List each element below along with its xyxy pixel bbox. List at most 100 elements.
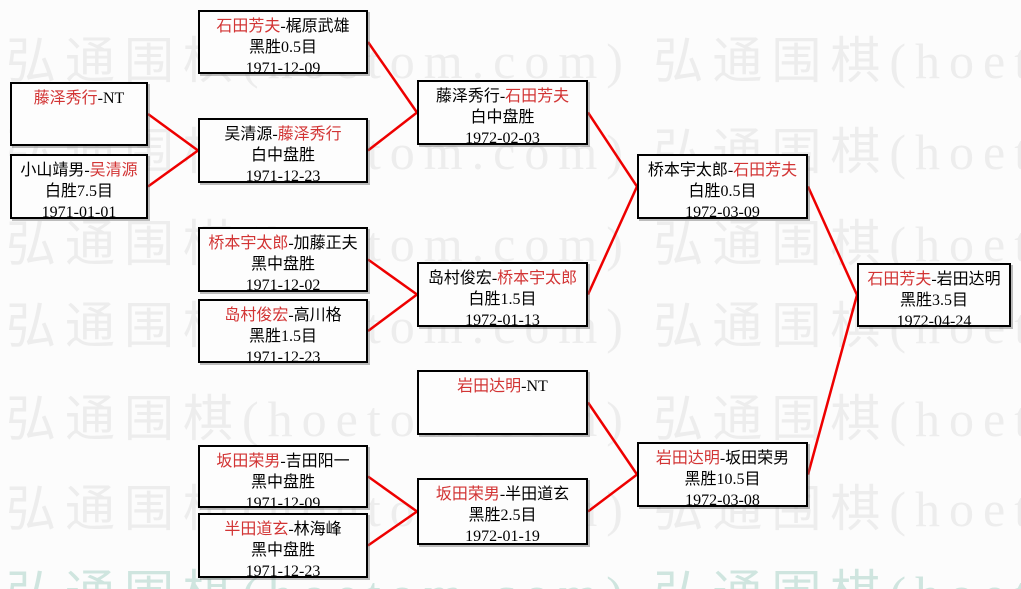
- match-players: 坂田荣男-吉田阳一: [200, 451, 366, 472]
- match-date: 1971-01-01: [41, 204, 117, 221]
- match-date: 1972-04-24: [896, 313, 972, 330]
- match-result: 黑中盘胜: [250, 474, 315, 491]
- player-name-separator: -: [288, 307, 294, 324]
- player-name-separator: -: [727, 162, 734, 179]
- player-left-name: 坂田荣男: [435, 486, 500, 503]
- connector-line: [367, 475, 418, 513]
- match-result: [12, 109, 146, 130]
- match-box-r3c[interactable]: 岩田达明-NT: [417, 370, 588, 435]
- match-box-r3a[interactable]: 藤泽秀行-石田芳夫 白中盘胜 1972-02-03: [417, 80, 588, 147]
- match-players: 桥本宇太郎-石田芳夫: [639, 160, 806, 181]
- player-left-name: 岩田达明: [655, 450, 720, 467]
- player-name-separator: -: [280, 18, 286, 35]
- match-date: 1971-12-23: [245, 563, 321, 580]
- match-date: [12, 130, 146, 151]
- player-right-name: 石田芳夫: [733, 162, 798, 179]
- player-name-separator: -: [719, 450, 726, 467]
- player-name-separator: -: [97, 90, 103, 107]
- connector-line: [586, 185, 639, 296]
- player-right-name: 吉田阳一: [285, 453, 350, 470]
- match-date: 1971-12-23: [245, 349, 321, 366]
- connector-line: [806, 185, 859, 296]
- match-result: 白胜1.5目: [468, 291, 537, 308]
- match-box-r2f[interactable]: 半田道玄-林海峰 黑中盘胜 1971-12-23: [198, 513, 368, 580]
- player-right-name: 吴清源: [89, 162, 138, 179]
- match-date: 1971-12-09: [245, 495, 321, 512]
- match-result: 白中盘胜: [470, 109, 535, 126]
- match-players: 半田道玄-林海峰: [200, 519, 366, 540]
- player-right-name: NT: [526, 378, 548, 395]
- player-right-name: 高川格: [293, 307, 342, 324]
- connector-line: [367, 293, 418, 333]
- match-result: 黑胜10.5目: [684, 471, 761, 488]
- match-box-r3d[interactable]: 坂田荣男-半田道玄 黑胜2.5目 1972-01-19: [417, 478, 588, 545]
- match-result: 白中盘胜: [250, 147, 315, 164]
- connector-line: [367, 510, 418, 547]
- match-box-r4b[interactable]: 岩田达明-坂田荣男 黑胜10.5目 1972-03-08: [637, 442, 808, 509]
- match-date: 1972-01-19: [465, 528, 540, 545]
- connector-line: [147, 112, 199, 152]
- watermark-text: 弘通围棋(hoetom.com) 弘通围棋(hoetom.com): [6, 567, 1021, 589]
- match-box-r4a[interactable]: 桥本宇太郎-石田芳夫 白胜0.5目 1972-03-09: [637, 154, 808, 221]
- player-left-name: 藤泽秀行: [33, 90, 98, 107]
- connector-line: [806, 294, 859, 475]
- player-right-name: 坂田荣男: [725, 450, 790, 467]
- player-left-name: 半田道玄: [224, 521, 289, 538]
- player-left-name: 吴清源: [224, 126, 273, 143]
- connector-line: [147, 149, 199, 188]
- connector-line: [367, 111, 418, 152]
- connector-line: [586, 401, 639, 476]
- player-name-separator: -: [521, 378, 527, 395]
- player-right-name: 石田芳夫: [505, 88, 570, 105]
- match-date: 1971-12-09: [245, 60, 321, 77]
- match-box-r2a[interactable]: 石田芳夫-梶原武雄 黑胜0.5目 1971-12-09: [198, 10, 368, 77]
- player-left-name: 桥本宇太郎: [647, 162, 728, 179]
- player-left-name: 藤泽秀行: [435, 88, 500, 105]
- match-players: 吴清源-藤泽秀行: [200, 124, 366, 145]
- match-date: 1971-12-02: [245, 277, 321, 294]
- match-result: 黑胜2.5目: [468, 507, 537, 524]
- player-name-separator: -: [499, 88, 506, 105]
- match-box-final[interactable]: 石田芳夫-岩田达明 黑胜3.5目 1972-04-24: [857, 263, 1011, 330]
- match-result: [419, 397, 586, 418]
- connector-line: [367, 258, 418, 296]
- match-players: 小山靖男-吴清源: [12, 160, 146, 181]
- match-result: 黑胜3.5目: [899, 292, 968, 309]
- connector-line: [366, 41, 419, 114]
- player-left-name: 石田芳夫: [867, 271, 932, 288]
- player-right-name: 梶原武雄: [285, 18, 350, 35]
- player-name-separator: -: [931, 271, 937, 288]
- player-left-name: 小山靖男: [20, 162, 85, 179]
- match-box-r1b[interactable]: 小山靖男-吴清源 白胜7.5目 1971-01-01: [10, 154, 148, 221]
- player-right-name: 半田道玄: [505, 486, 570, 503]
- match-box-r2e[interactable]: 坂田荣男-吉田阳一 黑中盘胜 1971-12-09: [198, 445, 368, 512]
- player-right-name: 桥本宇太郎: [497, 270, 578, 287]
- match-players: 岩田达明-NT: [419, 376, 586, 397]
- match-result: 黑胜1.5目: [248, 328, 317, 345]
- player-name-separator: -: [288, 521, 294, 538]
- match-box-r2d[interactable]: 岛村俊宏-高川格 黑胜1.5目 1971-12-23: [198, 299, 368, 366]
- player-name-separator: -: [272, 126, 278, 143]
- match-players: 岛村俊宏-桥本宇太郎: [419, 268, 586, 289]
- match-players: 岛村俊宏-高川格: [200, 305, 366, 326]
- match-date: 1971-12-23: [245, 168, 321, 185]
- player-left-name: 桥本宇太郎: [208, 235, 289, 252]
- match-players: 石田芳夫-岩田达明: [859, 269, 1009, 290]
- match-result: 白胜0.5目: [688, 183, 757, 200]
- match-date: 1972-02-03: [465, 130, 540, 147]
- player-right-name: NT: [103, 90, 125, 107]
- match-box-r3b[interactable]: 岛村俊宏-桥本宇太郎 白胜1.5目 1972-01-13: [417, 262, 588, 329]
- match-date: 1972-01-13: [465, 312, 540, 329]
- match-date: [419, 418, 586, 439]
- player-left-name: 坂田荣男: [216, 453, 281, 470]
- match-box-r1a[interactable]: 藤泽秀行-NT: [10, 82, 148, 146]
- match-box-r2b[interactable]: 吴清源-藤泽秀行 白中盘胜 1971-12-23: [198, 118, 368, 185]
- player-name-separator: -: [288, 235, 294, 252]
- player-right-name: 加藤正夫: [293, 235, 358, 252]
- match-date: 1972-03-08: [685, 492, 760, 509]
- match-result: 黑胜0.5目: [248, 39, 317, 56]
- match-players: 坂田荣男-半田道玄: [419, 484, 586, 505]
- player-name-separator: -: [280, 453, 286, 470]
- match-result: 黑中盘胜: [250, 542, 315, 559]
- match-box-r2c[interactable]: 桥本宇太郎-加藤正夫 黑中盘胜 1971-12-02: [198, 227, 368, 294]
